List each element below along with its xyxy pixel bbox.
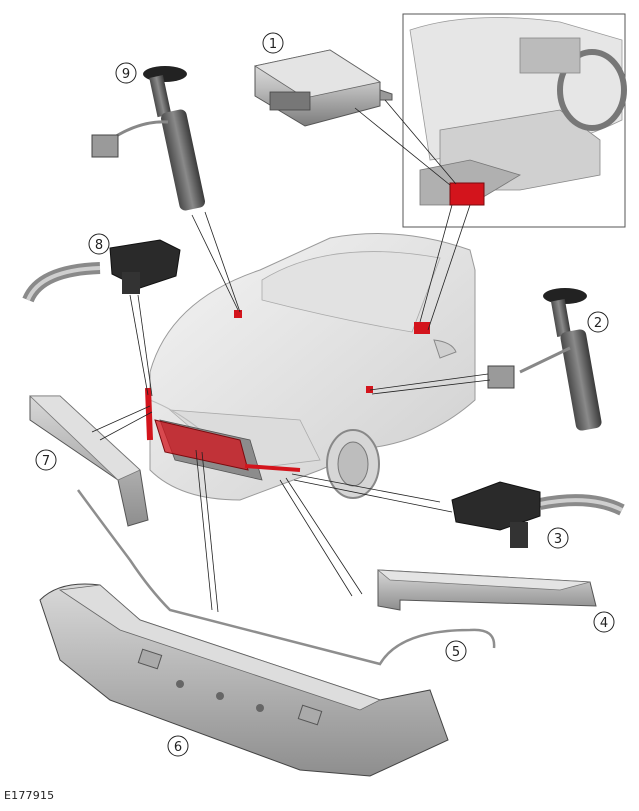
callout-5: 5: [445, 640, 467, 662]
tube-5: [76, 489, 496, 666]
svg-text:3: 3: [554, 532, 562, 547]
restraints-control-module: [253, 49, 393, 127]
front-sensor-highlight: [154, 419, 249, 471]
callout-4: 4: [593, 611, 615, 633]
svg-text:5: 5: [452, 645, 460, 660]
callout-3: 3: [547, 527, 569, 549]
left-sensor-marker: [234, 310, 242, 318]
module-highlight-inset: [449, 182, 485, 206]
absorber-4: [376, 569, 597, 611]
sensor-3: [451, 481, 625, 548]
leader-lines: [91, 99, 491, 613]
svg-text:7: 7: [42, 454, 50, 469]
svg-text:6: 6: [174, 740, 182, 755]
callout-6: 6: [167, 735, 189, 757]
svg-text:9: 9: [122, 67, 130, 82]
callout-1: 1: [262, 32, 284, 54]
callout-7: 7: [35, 449, 57, 471]
svg-text:4: 4: [600, 616, 608, 631]
crash-sensor-9: [91, 66, 205, 211]
absorber-7: [29, 395, 149, 527]
callouts: 1 9 8 2 7 3 4 5 6: [35, 32, 615, 757]
callout-8: 8: [88, 233, 110, 255]
module-marker-car: [414, 322, 430, 334]
car-body: [145, 233, 476, 501]
interior-inset: [402, 13, 627, 228]
callout-9: 9: [115, 62, 137, 84]
svg-text:8: 8: [95, 238, 103, 253]
figure-id: E177915: [4, 789, 55, 802]
svg-text:2: 2: [594, 316, 602, 331]
callout-2: 2: [587, 311, 609, 333]
svg-text:1: 1: [269, 37, 277, 52]
sensor-8: [22, 239, 181, 303]
right-sensor-marker: [366, 386, 373, 393]
crash-sensor-2: [487, 288, 602, 431]
bumper-beam-6: [39, 583, 449, 777]
